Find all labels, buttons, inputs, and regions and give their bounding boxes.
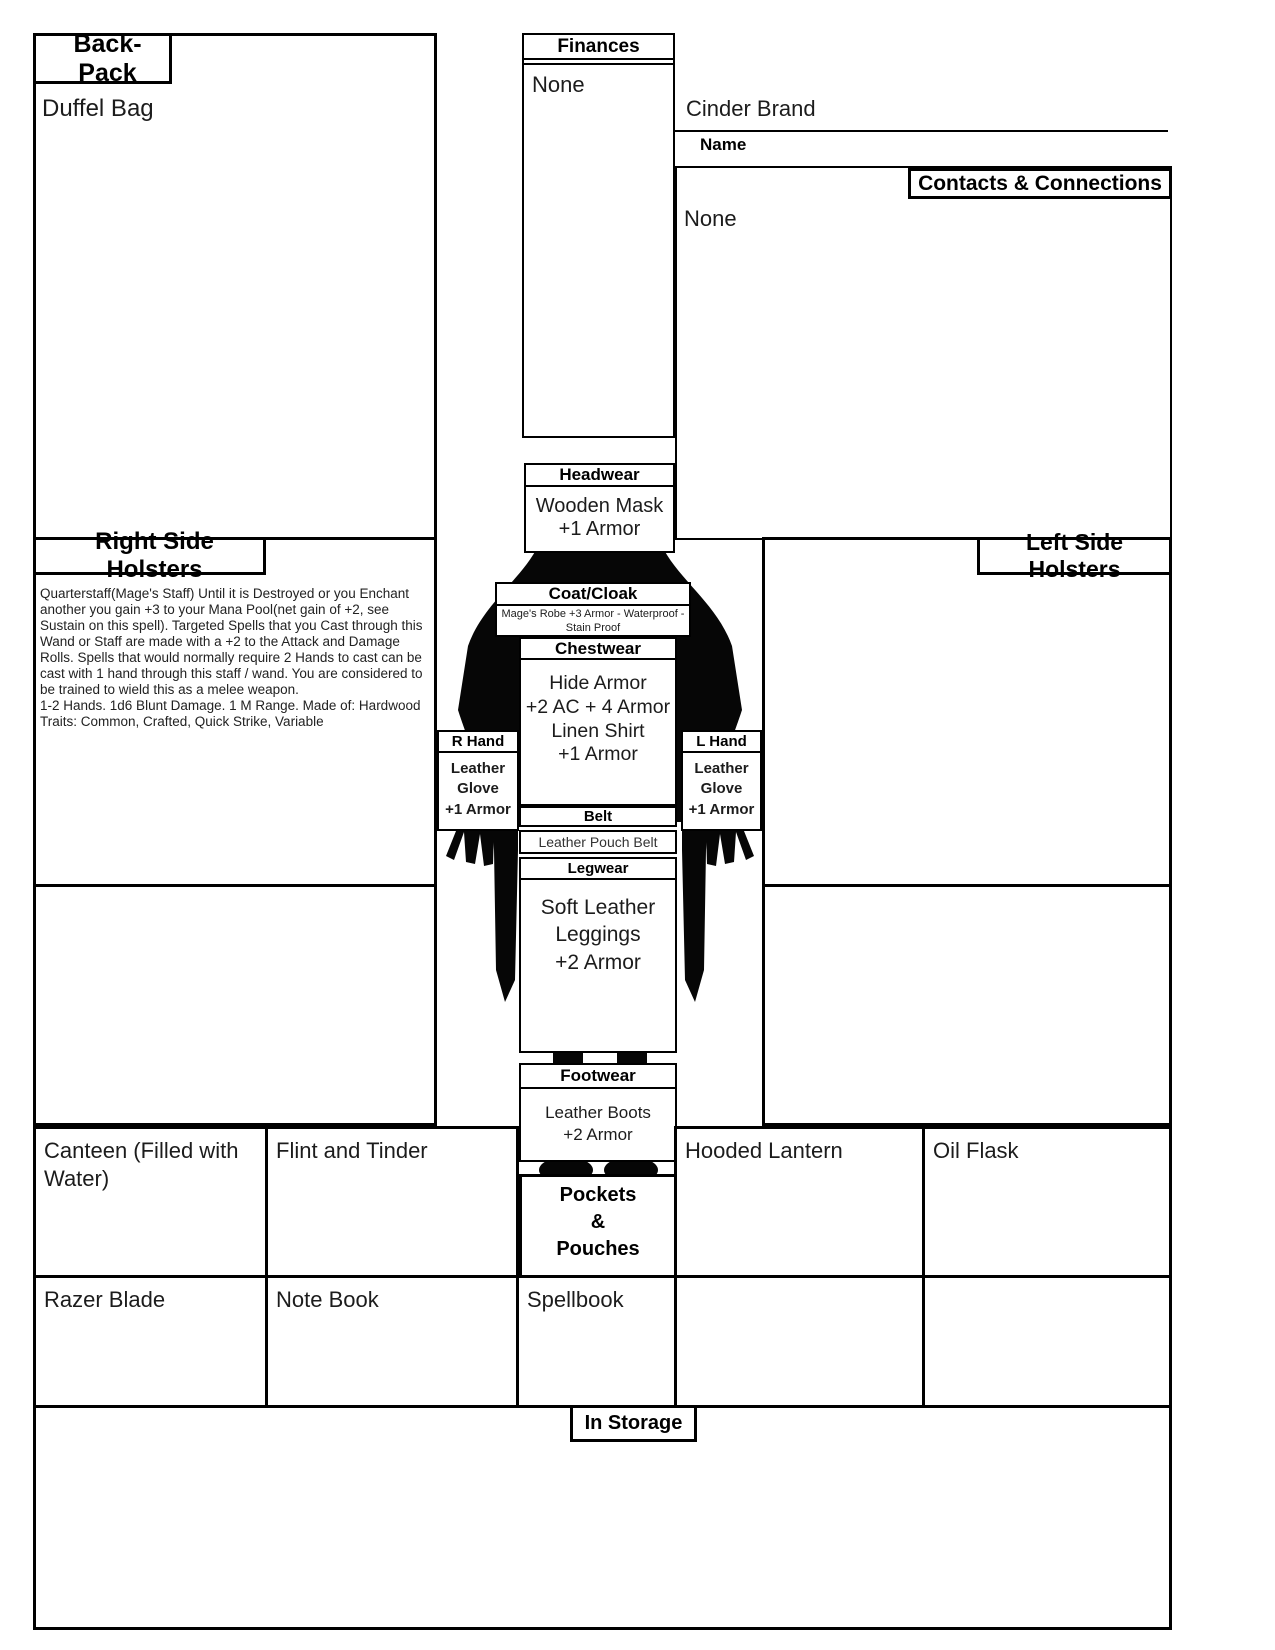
backpack-panel <box>33 33 437 540</box>
right-hand-slot: Leather Glove +1 Armor <box>437 751 519 831</box>
footwear-label: Footwear <box>519 1063 677 1089</box>
pockets-cell-empty-1 <box>674 1275 925 1408</box>
chestwear-slot: Hide Armor +2 AC + 4 Armor Linen Shirt +… <box>519 658 677 806</box>
coat-cloak-label: Coat/Cloak <box>495 582 691 606</box>
right-holsters-panel <box>33 537 437 1126</box>
pockets-cell-canteen: Canteen (Filled with Water) <box>33 1126 268 1278</box>
legwear-label: Legwear <box>519 857 677 880</box>
right-holster-item-description: Quarterstaff(Mage's Staff) Until it is D… <box>40 586 423 729</box>
headwear-label: Headwear <box>524 463 675 487</box>
contacts-panel <box>675 166 1172 540</box>
left-holsters-panel <box>762 537 1172 1126</box>
pockets-cell-lantern: Hooded Lantern <box>674 1126 925 1278</box>
pockets-cell-empty-2 <box>922 1275 1172 1408</box>
silhouette-left-hand <box>691 826 754 866</box>
storage-title: In Storage <box>570 1405 697 1442</box>
contacts-value: None <box>684 206 737 231</box>
backpack-item: Duffel Bag <box>42 95 154 122</box>
pockets-cell-flint: Flint and Tinder <box>265 1126 519 1278</box>
name-label: Name <box>700 135 747 154</box>
headwear-slot: Wooden Mask +1 Armor <box>524 485 675 553</box>
chestwear-label: Chestwear <box>519 637 677 660</box>
pockets-cell-note-book: Note Book <box>265 1275 519 1408</box>
belt-label: Belt <box>519 806 677 827</box>
belt-slot: Leather Pouch Belt <box>519 830 677 854</box>
name-underline <box>675 130 1168 132</box>
left-hand-slot: Leather Glove +1 Armor <box>681 751 762 831</box>
left-hand-label: L Hand <box>681 730 762 753</box>
left-holsters-title: Left Side Holsters <box>977 529 1172 582</box>
finances-title: Finances <box>522 33 675 60</box>
pockets-cell-oil-flask: Oil Flask <box>922 1126 1172 1278</box>
coat-cloak-slot: Mage's Robe +3 Armor - Waterproof - Stai… <box>495 604 691 637</box>
pockets-cell-razer-blade: Razer Blade <box>33 1275 268 1408</box>
pockets-cell-spellbook: Spellbook <box>516 1275 677 1408</box>
contacts-title: Contacts & Connections <box>908 168 1172 199</box>
finances-divider <box>522 63 675 65</box>
character-name: Cinder Brand <box>686 96 816 121</box>
backpack-title: Back-Pack <box>33 30 172 87</box>
finances-panel <box>522 33 675 438</box>
storage-panel <box>33 1405 1172 1630</box>
pockets-pouches-title: Pockets & Pouches <box>519 1174 677 1278</box>
silhouette-right-hand <box>446 826 509 866</box>
right-holsters-title: Right Side Holsters <box>33 528 266 583</box>
legwear-slot: Soft Leather Leggings +2 Armor <box>519 878 677 1053</box>
right-holster-divider <box>33 884 437 887</box>
right-hand-label: R Hand <box>437 730 519 753</box>
footwear-slot: Leather Boots +2 Armor <box>519 1087 677 1162</box>
left-holster-divider <box>762 884 1172 887</box>
finances-value: None <box>532 72 585 97</box>
